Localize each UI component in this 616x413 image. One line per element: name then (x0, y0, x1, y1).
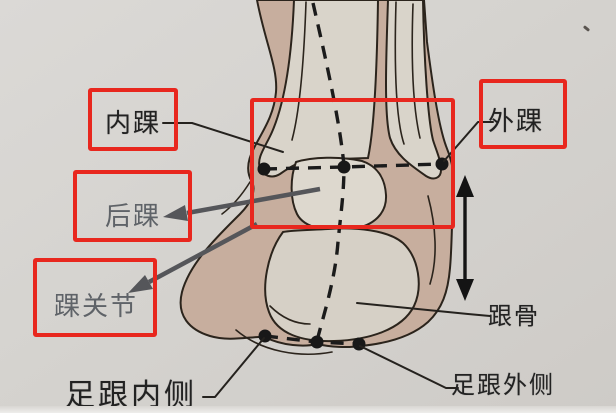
label-heel-lateral: 足跟外侧 (451, 371, 555, 399)
label-heel-medial: 足跟内侧 (65, 378, 197, 413)
double-headed-arrow (456, 175, 474, 301)
leader-calcaneus (356, 302, 491, 317)
photo-bottom-edge (0, 406, 616, 413)
label-medial-malleolus: 内踝 (104, 109, 162, 139)
talus-shape (290, 156, 388, 232)
dot-medial-malleolus (257, 162, 271, 176)
label-posterior-malleolus: 后踝 (104, 202, 162, 232)
calcaneus-shape (264, 227, 420, 343)
label-calcaneus: 跟骨 (488, 302, 540, 330)
malleoli-dashed-line (263, 162, 443, 171)
highlight-box-ankle-joint (33, 258, 157, 337)
label-ankle-joint: 踝关节 (53, 292, 139, 322)
dot-heel-center (310, 335, 324, 349)
highlight-box-joint-region (250, 98, 455, 229)
highlight-box-medial-malleolus (88, 88, 178, 151)
vertical-axis-dashed-line (311, 2, 346, 342)
highlight-box-lateral-malleolus (479, 79, 567, 149)
highlight-box-posterior-malleolus (73, 170, 192, 242)
contour-lines (221, 1, 436, 355)
label-lateral-malleolus: 外踝 (487, 107, 545, 137)
dot-heel-medial (258, 329, 272, 343)
leader-heel-medial (202, 337, 265, 398)
arrowhead-down (456, 279, 474, 301)
dot-axis-center (337, 160, 351, 174)
ankle-joint-arrow (128, 222, 259, 293)
tibia-shape (258, 0, 380, 178)
leader-heel-lateral (359, 345, 459, 389)
arrowhead-up (456, 175, 474, 197)
leader-lateral-malleolus (443, 121, 494, 162)
